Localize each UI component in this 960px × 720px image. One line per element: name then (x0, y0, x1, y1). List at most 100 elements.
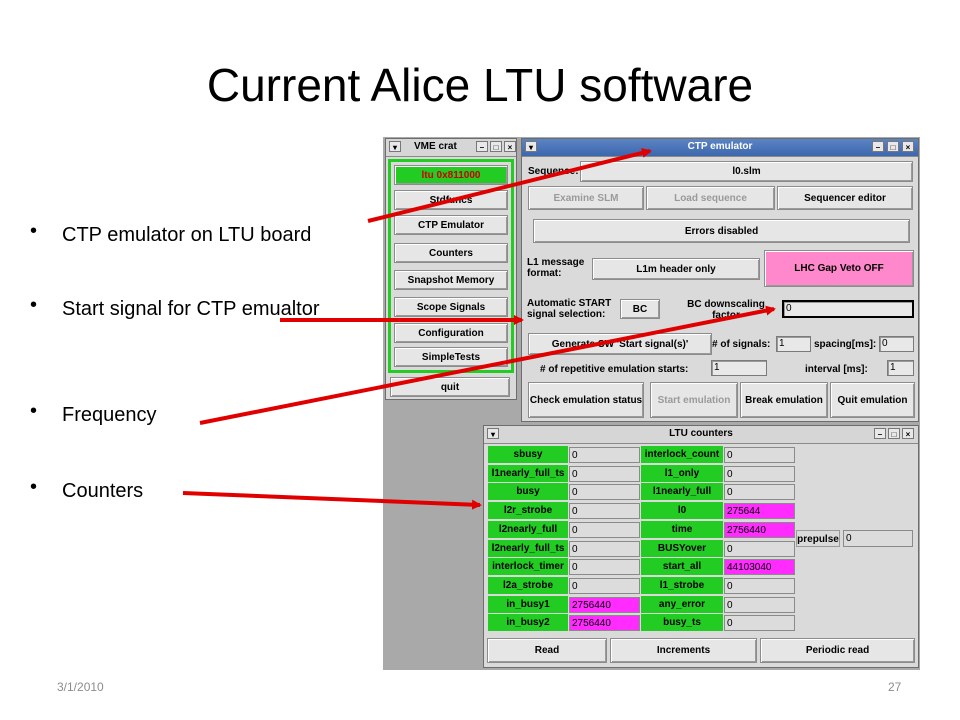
auto-start-label: Automatic START signal selection: (527, 298, 612, 320)
software-screenshot: ▾ VME crat – □ × ltu 0x811000 Stdfuncs C… (383, 137, 920, 670)
slide-title: Current Alice LTU software (206, 59, 754, 111)
counter-name: any_error (641, 595, 723, 613)
counter-name: busy_ts (641, 614, 723, 632)
window-menu-icon[interactable]: ▾ (487, 428, 499, 439)
l1-format-button[interactable]: L1m header only (592, 258, 760, 280)
counter-name: sbusy (488, 446, 568, 463)
counter-value: 0 (724, 577, 795, 594)
bullet-text: Counters (62, 480, 144, 502)
counter-name: l2r_strobe (488, 502, 568, 520)
ctp-titlebar: ▾ CTP emulator – □ × (522, 139, 918, 157)
auto-start-bc-button[interactable]: BC (620, 299, 660, 319)
counter-name: l1_strobe (641, 576, 723, 594)
counter-value: 0 (569, 577, 640, 594)
counter-value: 0 (569, 484, 640, 501)
periodic-read-button[interactable]: Periodic read (760, 638, 915, 663)
counter-name: in_busy2 (488, 614, 568, 632)
counter-name: l1nearly_full_ts (488, 464, 568, 482)
num-signals-label: # of signals: (712, 339, 771, 350)
counter-name: l0 (641, 502, 723, 520)
stdfuncs-button[interactable]: Stdfuncs (394, 190, 508, 210)
maximize-icon[interactable]: □ (490, 141, 502, 152)
break-emulation-button[interactable]: Break emulation (740, 382, 828, 418)
read-button[interactable]: Read (487, 638, 607, 663)
bullet-dot-icon: • (30, 400, 38, 422)
repetitive-starts-input[interactable]: 1 (711, 360, 767, 376)
bullet-dot-icon: • (30, 220, 38, 242)
counter-value: 2756440 (569, 615, 640, 632)
close-icon[interactable]: × (902, 141, 914, 152)
ctp-window-title: CTP emulator (687, 141, 753, 152)
close-icon[interactable]: × (902, 428, 914, 439)
counter-value: 0 (724, 447, 795, 463)
counter-name: l1nearly_full (641, 483, 723, 501)
minimize-icon[interactable]: – (872, 141, 884, 152)
generate-sw-start-button[interactable]: Generate SW 'Start signal(s)' (528, 333, 712, 355)
simpletests-button[interactable]: SimpleTests (394, 347, 508, 367)
start-emulation-button[interactable]: Start emulation (650, 382, 738, 418)
interval-input[interactable]: 1 (887, 360, 914, 376)
counter-name: l2a_strobe (488, 576, 568, 594)
counter-value: 0 (724, 484, 795, 501)
maximize-icon[interactable]: □ (887, 141, 899, 152)
bc-downscaling-label: BC downscaling factor (687, 299, 765, 321)
close-icon[interactable]: × (504, 141, 516, 152)
bc-downscaling-input[interactable]: 0 (782, 300, 914, 318)
counter-value: 0 (569, 559, 640, 576)
counter-name: BUSYover (641, 539, 723, 557)
check-emulation-status-button[interactable]: Check emulation status (528, 382, 644, 418)
repetitive-starts-label: # of repetitive emulation starts: (540, 364, 689, 375)
minimize-icon[interactable]: – (476, 141, 488, 152)
counter-name: interlock_count (641, 446, 723, 463)
quit-button[interactable]: quit (390, 377, 510, 397)
ltu-board-button[interactable]: ltu 0x811000 (394, 165, 508, 185)
bullet-text: Start signal for CTP emualtor (62, 298, 320, 320)
counters-titlebar: ▾ LTU counters – □ × (484, 426, 918, 444)
counter-name: interlock_timer (488, 558, 568, 576)
sequencer-editor-button[interactable]: Sequencer editor (777, 186, 913, 210)
quit-emulation-button[interactable]: Quit emulation (830, 382, 915, 418)
bullet-text: Frequency (62, 404, 157, 426)
vme-titlebar: ▾ VME crat – □ × (386, 139, 516, 157)
load-sequence-button[interactable]: Load sequence (646, 186, 775, 210)
vme-crate-window: ▾ VME crat – □ × ltu 0x811000 Stdfuncs C… (385, 138, 517, 400)
counter-value: 44103040 (724, 559, 795, 576)
counter-name: in_busy1 (488, 595, 568, 613)
bullet-text: CTP emulator on LTU board (62, 224, 312, 246)
snapshot-memory-button[interactable]: Snapshot Memory (394, 270, 508, 290)
lhc-gap-veto-button[interactable]: LHC Gap Veto OFF (764, 250, 914, 287)
prepulse-value: 0 (843, 530, 913, 547)
l1-message-format-label: L1 message format: (527, 257, 585, 279)
window-menu-icon[interactable]: ▾ (389, 141, 401, 152)
footer-page-number: 27 (888, 680, 902, 694)
ctp-emulator-button[interactable]: CTP Emulator (394, 215, 508, 235)
bullet-dot-icon: • (30, 476, 38, 498)
spacing-label: spacing[ms]: (814, 339, 877, 350)
examine-slm-button[interactable]: Examine SLM (528, 186, 644, 210)
counter-name: l2nearly_full (488, 520, 568, 538)
counter-name: start_all (641, 558, 723, 576)
maximize-icon[interactable]: □ (888, 428, 900, 439)
configuration-button[interactable]: Configuration (394, 323, 508, 343)
increments-button[interactable]: Increments (610, 638, 757, 663)
counter-name: l2nearly_full_ts (488, 539, 568, 557)
counter-value: 0 (569, 540, 640, 557)
counter-name: time (641, 520, 723, 538)
counters-button[interactable]: Counters (394, 243, 508, 263)
counter-value: 275644 (724, 503, 795, 520)
errors-disabled-button[interactable]: Errors disabled (533, 219, 910, 243)
interval-label: interval [ms]: (805, 364, 868, 375)
counter-value: 0 (569, 503, 640, 520)
counter-value: 0 (724, 465, 795, 482)
spacing-input[interactable]: 0 (879, 336, 914, 352)
footer-date: 3/1/2010 (57, 680, 104, 694)
ctp-emulator-window: ▾ CTP emulator – □ × Sequence: l0.slm Ex… (521, 138, 919, 422)
minimize-icon[interactable]: – (874, 428, 886, 439)
counter-value: 0 (569, 447, 640, 463)
sequence-value-button[interactable]: l0.slm (580, 161, 913, 182)
counter-name: busy (488, 483, 568, 501)
scope-signals-button[interactable]: Scope Signals (394, 297, 508, 317)
bullet-dot-icon: • (30, 294, 38, 316)
num-signals-input[interactable]: 1 (776, 336, 811, 352)
